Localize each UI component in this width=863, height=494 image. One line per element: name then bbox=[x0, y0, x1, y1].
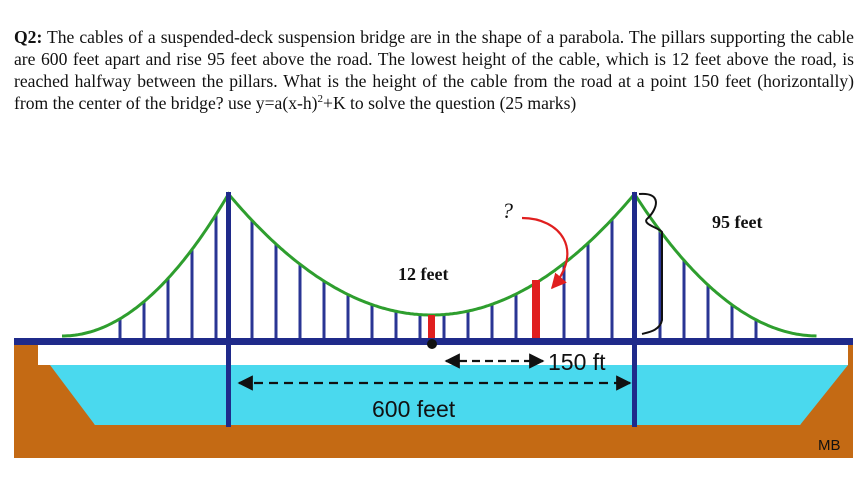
lowest-height-marker bbox=[428, 315, 435, 338]
question-arrow bbox=[521, 216, 569, 290]
suspender-cables bbox=[118, 214, 758, 338]
exponent: 2 bbox=[317, 93, 324, 106]
unknown-height-marker bbox=[532, 280, 540, 338]
lowest-height-label: 12 feet bbox=[398, 264, 448, 284]
ground bbox=[14, 345, 853, 458]
question-body: The cables of a suspended-deck suspensio… bbox=[14, 27, 854, 113]
question-text: Q2: The cables of a suspended-deck suspe… bbox=[14, 26, 854, 114]
signature-mb: MB bbox=[818, 437, 841, 454]
deck-underside bbox=[38, 345, 848, 365]
question-number: Q2: bbox=[14, 27, 43, 47]
right-tower bbox=[632, 192, 637, 427]
main-cable bbox=[62, 191, 817, 338]
question-body-end: +K to solve the question (25 marks) bbox=[323, 93, 577, 113]
question-mark-label: ? bbox=[502, 198, 513, 223]
center-point bbox=[427, 339, 437, 349]
suspension-bridge-diagram: ? 95 feet 12 feet 150 ft 600 feet MB bbox=[14, 191, 853, 458]
distance-label: 150 ft bbox=[548, 349, 606, 375]
pillar-height-label: 95 feet bbox=[712, 212, 762, 232]
span-label: 600 feet bbox=[372, 396, 456, 422]
left-tower bbox=[226, 192, 231, 427]
height-brace bbox=[638, 192, 663, 335]
